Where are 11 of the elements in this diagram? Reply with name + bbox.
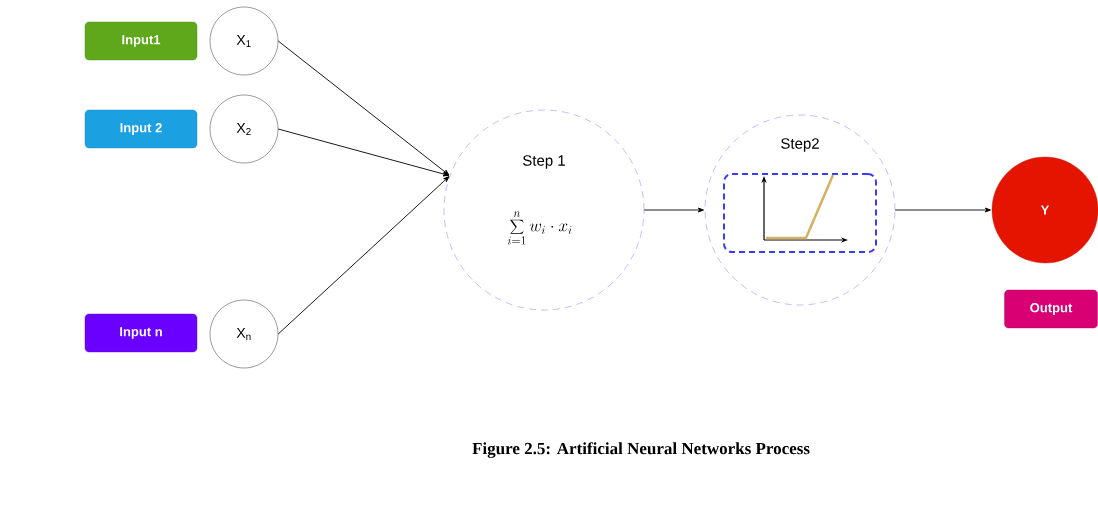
arrow (894, 207, 991, 213)
output-box: Output (1004, 289, 1098, 329)
activation-graph-drawing (723, 173, 877, 253)
arrow (277, 128, 450, 177)
arrow (277, 176, 450, 335)
figure-caption: Figure 2.5: Artificial Neural Networks Process (472, 442, 810, 458)
input-box: Input1 (84, 21, 198, 61)
input-box: Input n (84, 313, 198, 353)
input-box: Input 2 (84, 109, 198, 149)
arrow (643, 207, 704, 213)
arrow (277, 40, 450, 176)
